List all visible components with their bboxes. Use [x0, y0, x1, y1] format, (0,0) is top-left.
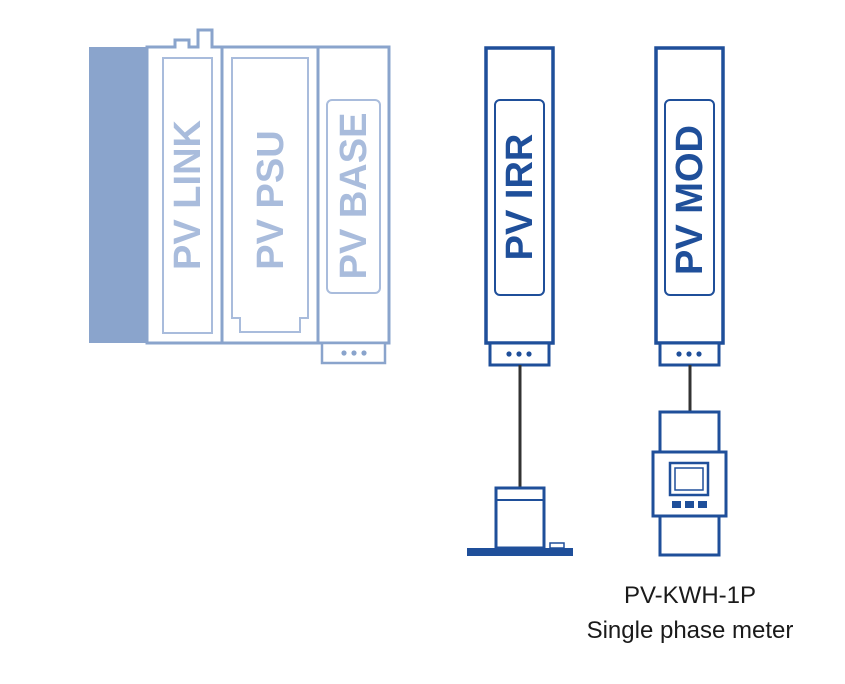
pv-base-label: PV BASE: [333, 113, 375, 280]
pv-psu-label: PV PSU: [250, 130, 292, 269]
meter-description-label: Single phase meter: [587, 617, 794, 644]
meter-model-label: PV-KWH-1P: [624, 582, 756, 609]
pv-base-connector: [320, 341, 387, 365]
pv-irr-label: PV IRR: [499, 134, 541, 261]
pv-mod-label: PV MOD: [669, 125, 711, 275]
irradiance-sensor-icon: [467, 486, 573, 556]
din-rail-meter-icon: [651, 410, 728, 557]
pv-link-module: PV LINK: [145, 28, 224, 345]
pv-psu-module: PV PSU: [220, 45, 320, 345]
pv-mod-connector: [658, 341, 721, 367]
pv-irr-connector: [488, 341, 551, 367]
pv-mod-module: PV MOD: [654, 46, 725, 367]
faded-module-group: PV LINK PV PSU PV BASE: [89, 28, 391, 365]
pv-link-label: PV LINK: [167, 119, 209, 269]
pv-irr-module: PV IRR: [484, 46, 555, 367]
enclosure-side-panel: [89, 47, 147, 343]
pv-base-module: PV BASE: [316, 45, 391, 365]
